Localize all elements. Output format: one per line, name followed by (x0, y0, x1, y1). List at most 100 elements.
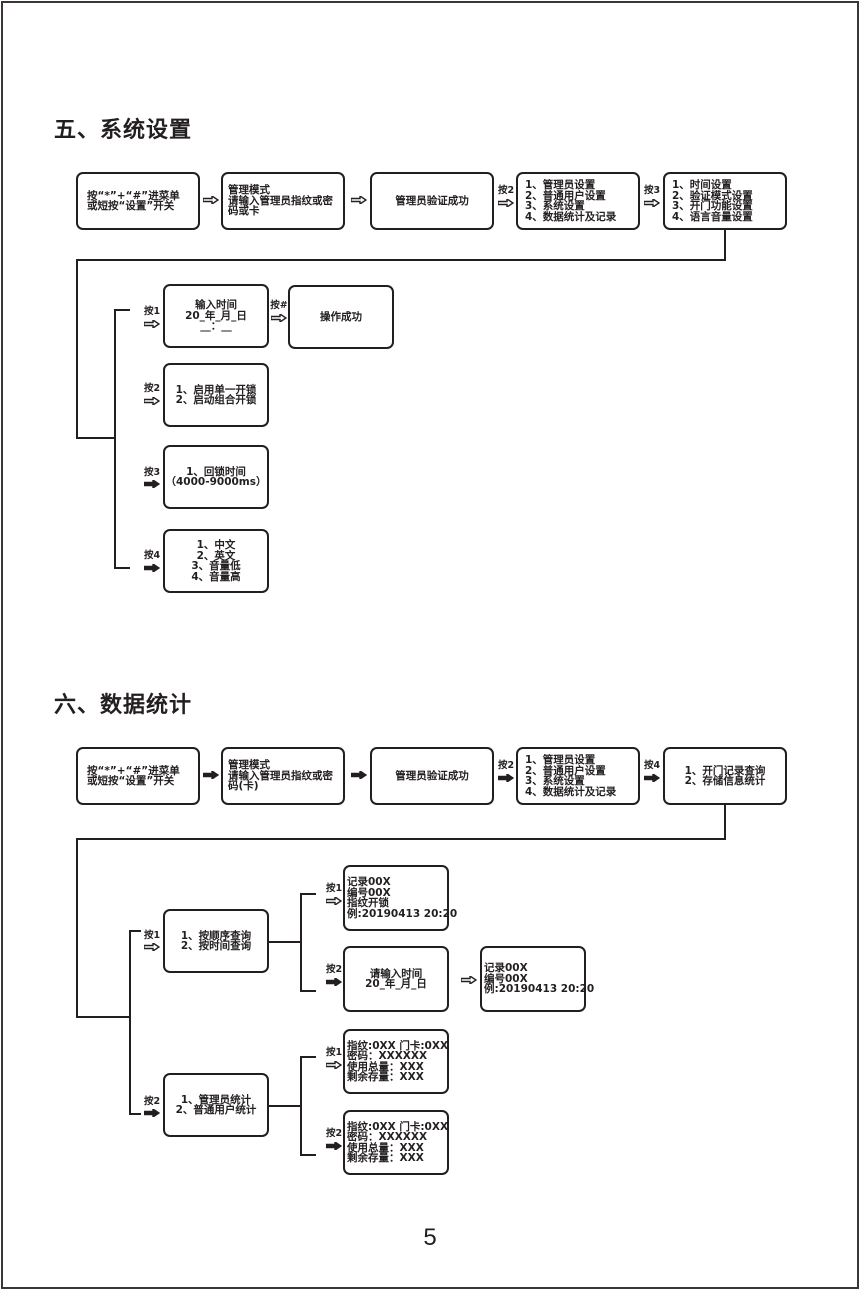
box-line: 1、开门记录查询 (684, 764, 766, 777)
box-line: 管理模式 (228, 759, 270, 772)
box-line: 2、启动组合开锁 (175, 394, 257, 406)
box-line: 或短按“设置”开关 (87, 775, 175, 787)
s5-box-enter-menu: 按“*”+“#”进菜单 或短按“设置”开关 (76, 172, 200, 230)
s6-box-record-query: 1、按顺序查询 2、按时间查询 (163, 909, 269, 973)
box-line: 20_年_月_日 (185, 309, 247, 322)
s6-box-enter-menu: 按“*”+“#”进菜单 或短按“设置”开关 (76, 747, 200, 805)
s5-box-unlock-mode: 1、启用单一开锁 2、启动组合开锁 (163, 363, 269, 427)
box-line: 1、启用单一开锁 (175, 383, 257, 396)
box-line: （4000-9000ms） (165, 476, 267, 488)
box-line: 指纹:0XX 门卡:0XX (347, 1039, 449, 1052)
arrow-right-icon (144, 397, 160, 405)
s5-box-relock-time: 1、回锁时间 （4000-9000ms） (163, 445, 269, 509)
connector-line (300, 893, 302, 992)
s6-box-records-menu: 1、开门记录查询 2、存储信息统计 (663, 747, 787, 805)
s5-box-admin-mode: 管理模式 请输入管理员指纹或密 码或卡 (221, 172, 345, 230)
connector-line (300, 893, 316, 895)
box-line: 3、音量低 (191, 560, 241, 572)
key-label: 按2 (143, 383, 161, 394)
connector-line (114, 309, 116, 569)
box-line: 管理员验证成功 (395, 194, 469, 207)
arrow-right-icon (271, 314, 287, 322)
s6-box-time-record: 记录00X 编号00X 例:20190413 20:20 (480, 946, 594, 1012)
arrow-right-icon (203, 196, 219, 204)
arrow-right-icon (644, 774, 660, 782)
box-line: 2、按时间查询 (180, 940, 252, 952)
box-line: 密码：XXXXXX (347, 1131, 428, 1143)
connector-line (129, 930, 141, 932)
arrow-right-icon (498, 199, 514, 207)
connector-line (76, 838, 78, 1018)
box-line: 管理模式 (228, 184, 270, 197)
box-line: 1、管理员设置 (525, 179, 596, 191)
box-line: 剩余存量：XXX (347, 1071, 424, 1083)
section-title-system-settings: 五、系统设置 (54, 118, 193, 143)
key-label: 按1 (143, 306, 161, 317)
arrow-right-icon (203, 771, 219, 779)
arrow-right-icon (144, 480, 160, 488)
box-line: 3、系统设置 (525, 200, 585, 212)
key-label: 按4 (643, 760, 661, 771)
box-line: 4、数据统计及记录 (525, 785, 617, 798)
box-line: 2、英文 (196, 549, 236, 562)
box-line: 按“*”+“#”进菜单 (87, 764, 180, 777)
box-line: 1、中文 (196, 539, 236, 551)
box-line: 记录00X (347, 876, 391, 888)
section-title-data-statistics: 六、数据统计 (54, 693, 193, 718)
key-label: 按4 (143, 550, 161, 561)
connector-line (114, 309, 130, 311)
s6-box-user-statistics: 1、管理员统计 2、普通用户统计 (163, 1073, 269, 1137)
box-line: 3、开门功能设置 (672, 200, 753, 212)
box-line: 20_年_月_日 (365, 978, 427, 990)
s6-box-admin-stats: 指纹:0XX 门卡:0XX 密码：XXXXXX 使用总量：XXX 剩余存量：XX… (343, 1029, 449, 1094)
connector-line (300, 1056, 302, 1156)
box-line: 码或卡 (228, 205, 260, 218)
arrow-right-icon (351, 771, 367, 779)
key-label: 按2 (497, 185, 515, 196)
key-label: 按2 (325, 1128, 343, 1139)
box-line: 码(卡) (228, 780, 259, 793)
box-line: 2、普通用户设置 (525, 189, 606, 202)
box-line: 1、管理员设置 (525, 754, 596, 766)
s6-box-sequential-record: 记录00X 编号00X 指纹开锁 例:20190413 20:20 (343, 865, 457, 931)
arrow-right-icon (461, 976, 477, 984)
key-label: 按# (270, 300, 288, 311)
connector-line (76, 437, 116, 439)
page-number: 5 (423, 1224, 437, 1251)
arrow-right-icon (644, 199, 660, 207)
key-label: 按3 (143, 467, 161, 478)
connector-line (76, 259, 726, 261)
connector-line (269, 1105, 301, 1107)
box-line: 4、语言音量设置 (672, 210, 753, 223)
connector-line (76, 259, 78, 439)
box-line: 4、音量高 (191, 570, 241, 583)
s5-box-operation-success: 操作成功 (288, 285, 394, 349)
box-line: 操作成功 (320, 310, 362, 323)
box-line: 指纹开锁 (347, 897, 389, 909)
box-line: 2、验证模式设置 (672, 189, 753, 202)
s5-box-admin-verified: 管理员验证成功 (370, 172, 494, 230)
box-line: 记录00X (484, 962, 528, 975)
key-label: 按1 (325, 883, 343, 894)
box-line: 例:20190413 20:20 (484, 983, 595, 996)
key-label: 按1 (143, 930, 161, 941)
connector-line (114, 567, 130, 569)
box-line: 请输入管理员指纹或密 (228, 194, 333, 207)
key-label: 按2 (143, 1096, 161, 1107)
connector-line (300, 990, 316, 992)
box-line: 剩余存量：XXX (347, 1152, 424, 1164)
s5-box-input-time: 输入时间 20_年_月_日 __：__ (163, 284, 269, 348)
connector-line (300, 1056, 316, 1058)
connector-line (76, 838, 726, 840)
arrow-right-icon (326, 897, 342, 905)
s5-box-main-menu: 1、管理员设置 2、普通用户设置 3、系统设置 4、数据统计及记录 (516, 172, 640, 230)
box-line: 请输入时间 (369, 967, 423, 980)
key-label: 按2 (325, 964, 343, 975)
connector-line (724, 230, 726, 260)
box-line: 输入时间 (195, 299, 237, 312)
s6-box-enter-time: 请输入时间 20_年_月_日 (343, 946, 449, 1012)
arrow-right-icon (326, 1061, 342, 1069)
box-line: 密码：XXXXXX (347, 1050, 428, 1062)
connector-line (724, 805, 726, 839)
arrow-right-icon (144, 943, 160, 951)
